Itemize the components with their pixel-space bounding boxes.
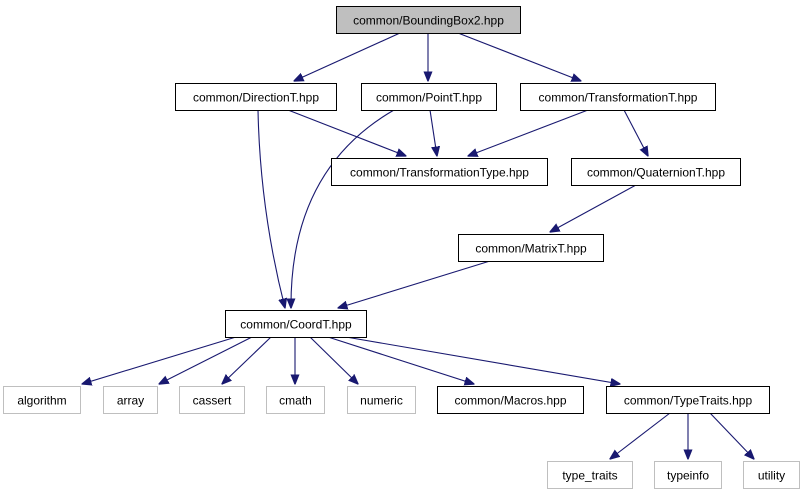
node-type_traits: type_traits <box>547 461 633 489</box>
node-box-coord <box>225 310 367 338</box>
node-label-utility: utility <box>758 469 785 483</box>
node-transformation[interactable]: common/TransformationT.hpp <box>520 83 716 111</box>
edge-coord-to-typetraits <box>345 336 620 384</box>
node-coord[interactable]: common/CoordT.hpp <box>225 310 367 338</box>
edge-coord-to-algorithm <box>82 336 237 384</box>
edge-matrix-to-coord <box>338 260 491 308</box>
node-label-quaternion: common/QuaternionT.hpp <box>587 166 725 180</box>
node-box-boundingbox2 <box>336 6 521 34</box>
node-algorithm: algorithm <box>3 386 81 414</box>
node-box-cassert <box>179 386 245 414</box>
node-box-typetraits <box>606 386 770 414</box>
node-box-macros <box>437 386 584 414</box>
edge-typetraits-to-utility <box>709 412 754 459</box>
node-layer: common/BoundingBox2.hpp common/DirectionT… <box>3 6 800 489</box>
node-direction[interactable]: common/DirectionT.hpp <box>175 83 337 111</box>
node-typeinfo: typeinfo <box>654 461 722 489</box>
node-label-typeinfo: typeinfo <box>667 469 709 483</box>
node-label-matrix: common/MatrixT.hpp <box>475 242 587 256</box>
node-label-type_traits: type_traits <box>562 469 617 483</box>
node-boundingbox2[interactable]: common/BoundingBox2.hpp <box>336 6 521 34</box>
edge-coord-to-array <box>159 336 253 384</box>
node-numeric: numeric <box>347 386 416 414</box>
node-label-transformationtype: common/TransformationType.hpp <box>350 166 529 180</box>
edge-transformation-to-transformationtype <box>468 109 589 156</box>
node-box-transformationtype <box>331 158 548 186</box>
node-cmath: cmath <box>266 386 325 414</box>
node-typetraits[interactable]: common/TypeTraits.hpp <box>606 386 770 414</box>
node-box-quaternion <box>571 158 741 186</box>
edge-direction-to-coord <box>257 109 285 308</box>
node-box-type_traits <box>547 461 633 489</box>
node-box-direction <box>175 83 337 111</box>
node-label-coord: common/CoordT.hpp <box>240 318 352 332</box>
node-label-direction: common/DirectionT.hpp <box>193 91 319 105</box>
node-label-boundingbox2: common/BoundingBox2.hpp <box>353 14 504 28</box>
edge-direction-to-transformationtype <box>287 109 406 156</box>
node-label-point: common/PointT.hpp <box>376 91 482 105</box>
edge-boundingbox2-to-direction <box>294 32 401 81</box>
edge-coord-to-cassert <box>222 336 272 384</box>
node-transformationtype[interactable]: common/TransformationType.hpp <box>331 158 548 186</box>
node-label-numeric: numeric <box>360 394 403 408</box>
node-box-transformation <box>520 83 716 111</box>
edge-quaternion-to-matrix <box>550 184 637 232</box>
node-label-typetraits: common/TypeTraits.hpp <box>624 394 753 408</box>
node-macros[interactable]: common/Macros.hpp <box>437 386 584 414</box>
node-box-array <box>103 386 158 414</box>
node-box-typeinfo <box>654 461 722 489</box>
edge-boundingbox2-to-transformation <box>457 32 581 81</box>
edge-point-to-transformationtype <box>429 109 437 156</box>
node-label-algorithm: algorithm <box>17 394 66 408</box>
edge-typetraits-to-type_traits <box>610 412 671 459</box>
node-box-cmath <box>266 386 325 414</box>
node-cassert: cassert <box>179 386 245 414</box>
node-matrix[interactable]: common/MatrixT.hpp <box>458 234 604 262</box>
node-label-macros: common/Macros.hpp <box>454 394 566 408</box>
edge-layer <box>82 32 754 459</box>
node-box-utility <box>743 461 800 489</box>
node-label-cassert: cassert <box>193 394 232 408</box>
node-label-cmath: cmath <box>279 394 312 408</box>
node-utility: utility <box>743 461 800 489</box>
node-box-algorithm <box>3 386 81 414</box>
node-box-matrix <box>458 234 604 262</box>
edge-coord-to-macros <box>327 336 474 384</box>
edge-transformation-to-quaternion <box>623 109 648 156</box>
node-label-array: array <box>117 394 144 408</box>
node-label-transformation: common/TransformationT.hpp <box>539 91 698 105</box>
node-array: array <box>103 386 158 414</box>
edge-point-to-coord <box>291 109 395 308</box>
node-box-point <box>361 83 497 111</box>
node-point[interactable]: common/PointT.hpp <box>361 83 497 111</box>
edge-coord-to-numeric <box>309 336 358 384</box>
node-quaternion[interactable]: common/QuaternionT.hpp <box>571 158 741 186</box>
node-box-numeric <box>347 386 416 414</box>
